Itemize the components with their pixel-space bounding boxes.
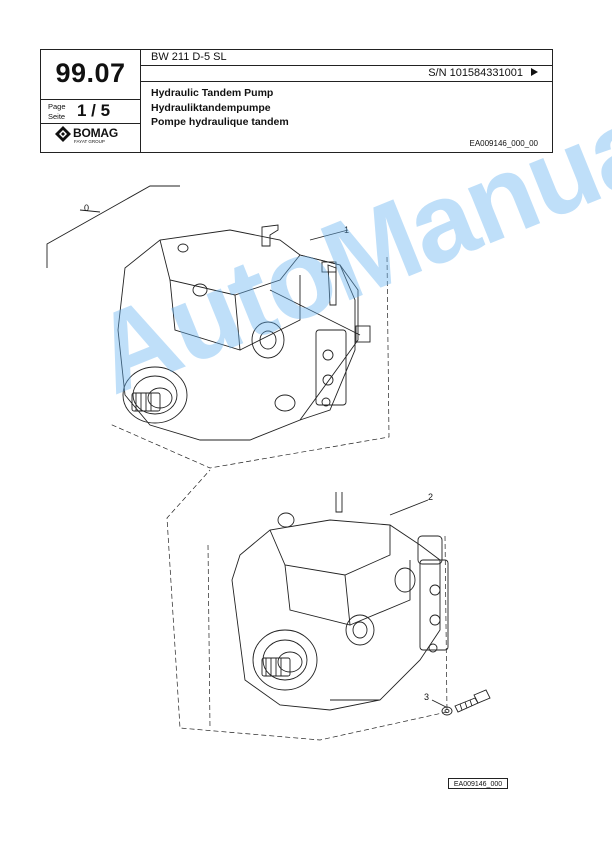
page-label-de: Seite — [48, 112, 66, 121]
pump-1-outline — [109, 256, 390, 469]
divider — [140, 81, 552, 82]
serial-number: S/N 101584331001 — [428, 67, 538, 79]
divider — [140, 65, 552, 66]
brand-name: BOMAG — [73, 126, 118, 140]
page-label-en: Page — [48, 102, 66, 111]
header-box: 99.07 Page Seite 1 / 5 BOMAG FAYAT GROUP… — [40, 49, 553, 153]
exploded-drawing: 0 1 — [46, 185, 491, 741]
pump-2-outline — [166, 469, 448, 741]
title-fr: Pompe hydraulique tandem — [151, 116, 289, 128]
pump-1: 1 — [117, 224, 371, 441]
serial-text: S/N 101584331001 — [428, 67, 523, 79]
bomag-logo: BOMAG FAYAT GROUP — [55, 126, 118, 147]
title-de: Hydrauliktandempumpe — [151, 101, 271, 114]
footer-ref: EA009146_000 — [448, 778, 508, 789]
page-label: Page Seite — [48, 102, 66, 122]
callout-2: 2 — [428, 492, 433, 502]
page-number: 1 / 5 — [77, 101, 111, 120]
callout-3: 3 — [424, 692, 429, 702]
divider — [140, 50, 141, 152]
brand-sub: FAYAT GROUP — [74, 139, 105, 144]
divider — [41, 99, 140, 100]
callout-0-bracket: 0 — [46, 185, 180, 268]
part-titles: Hydraulic Tandem Pump Hydrauliktandempum… — [151, 86, 289, 130]
divider — [41, 123, 140, 124]
pump-2: 2 — [231, 492, 449, 711]
arrow-right-icon[interactable] — [531, 68, 538, 76]
title-en: Hydraulic Tandem Pump — [151, 87, 274, 99]
group-number: 99.07 — [55, 58, 126, 88]
drawing-ref: EA009146_000_00 — [469, 139, 538, 148]
callout-1: 1 — [344, 225, 349, 235]
bolt-and-washer: 3 — [424, 689, 491, 716]
model-name: BW 211 D-5 SL — [151, 51, 227, 63]
bomag-diamond-icon — [55, 126, 71, 142]
callout-0: 0 — [84, 203, 89, 213]
